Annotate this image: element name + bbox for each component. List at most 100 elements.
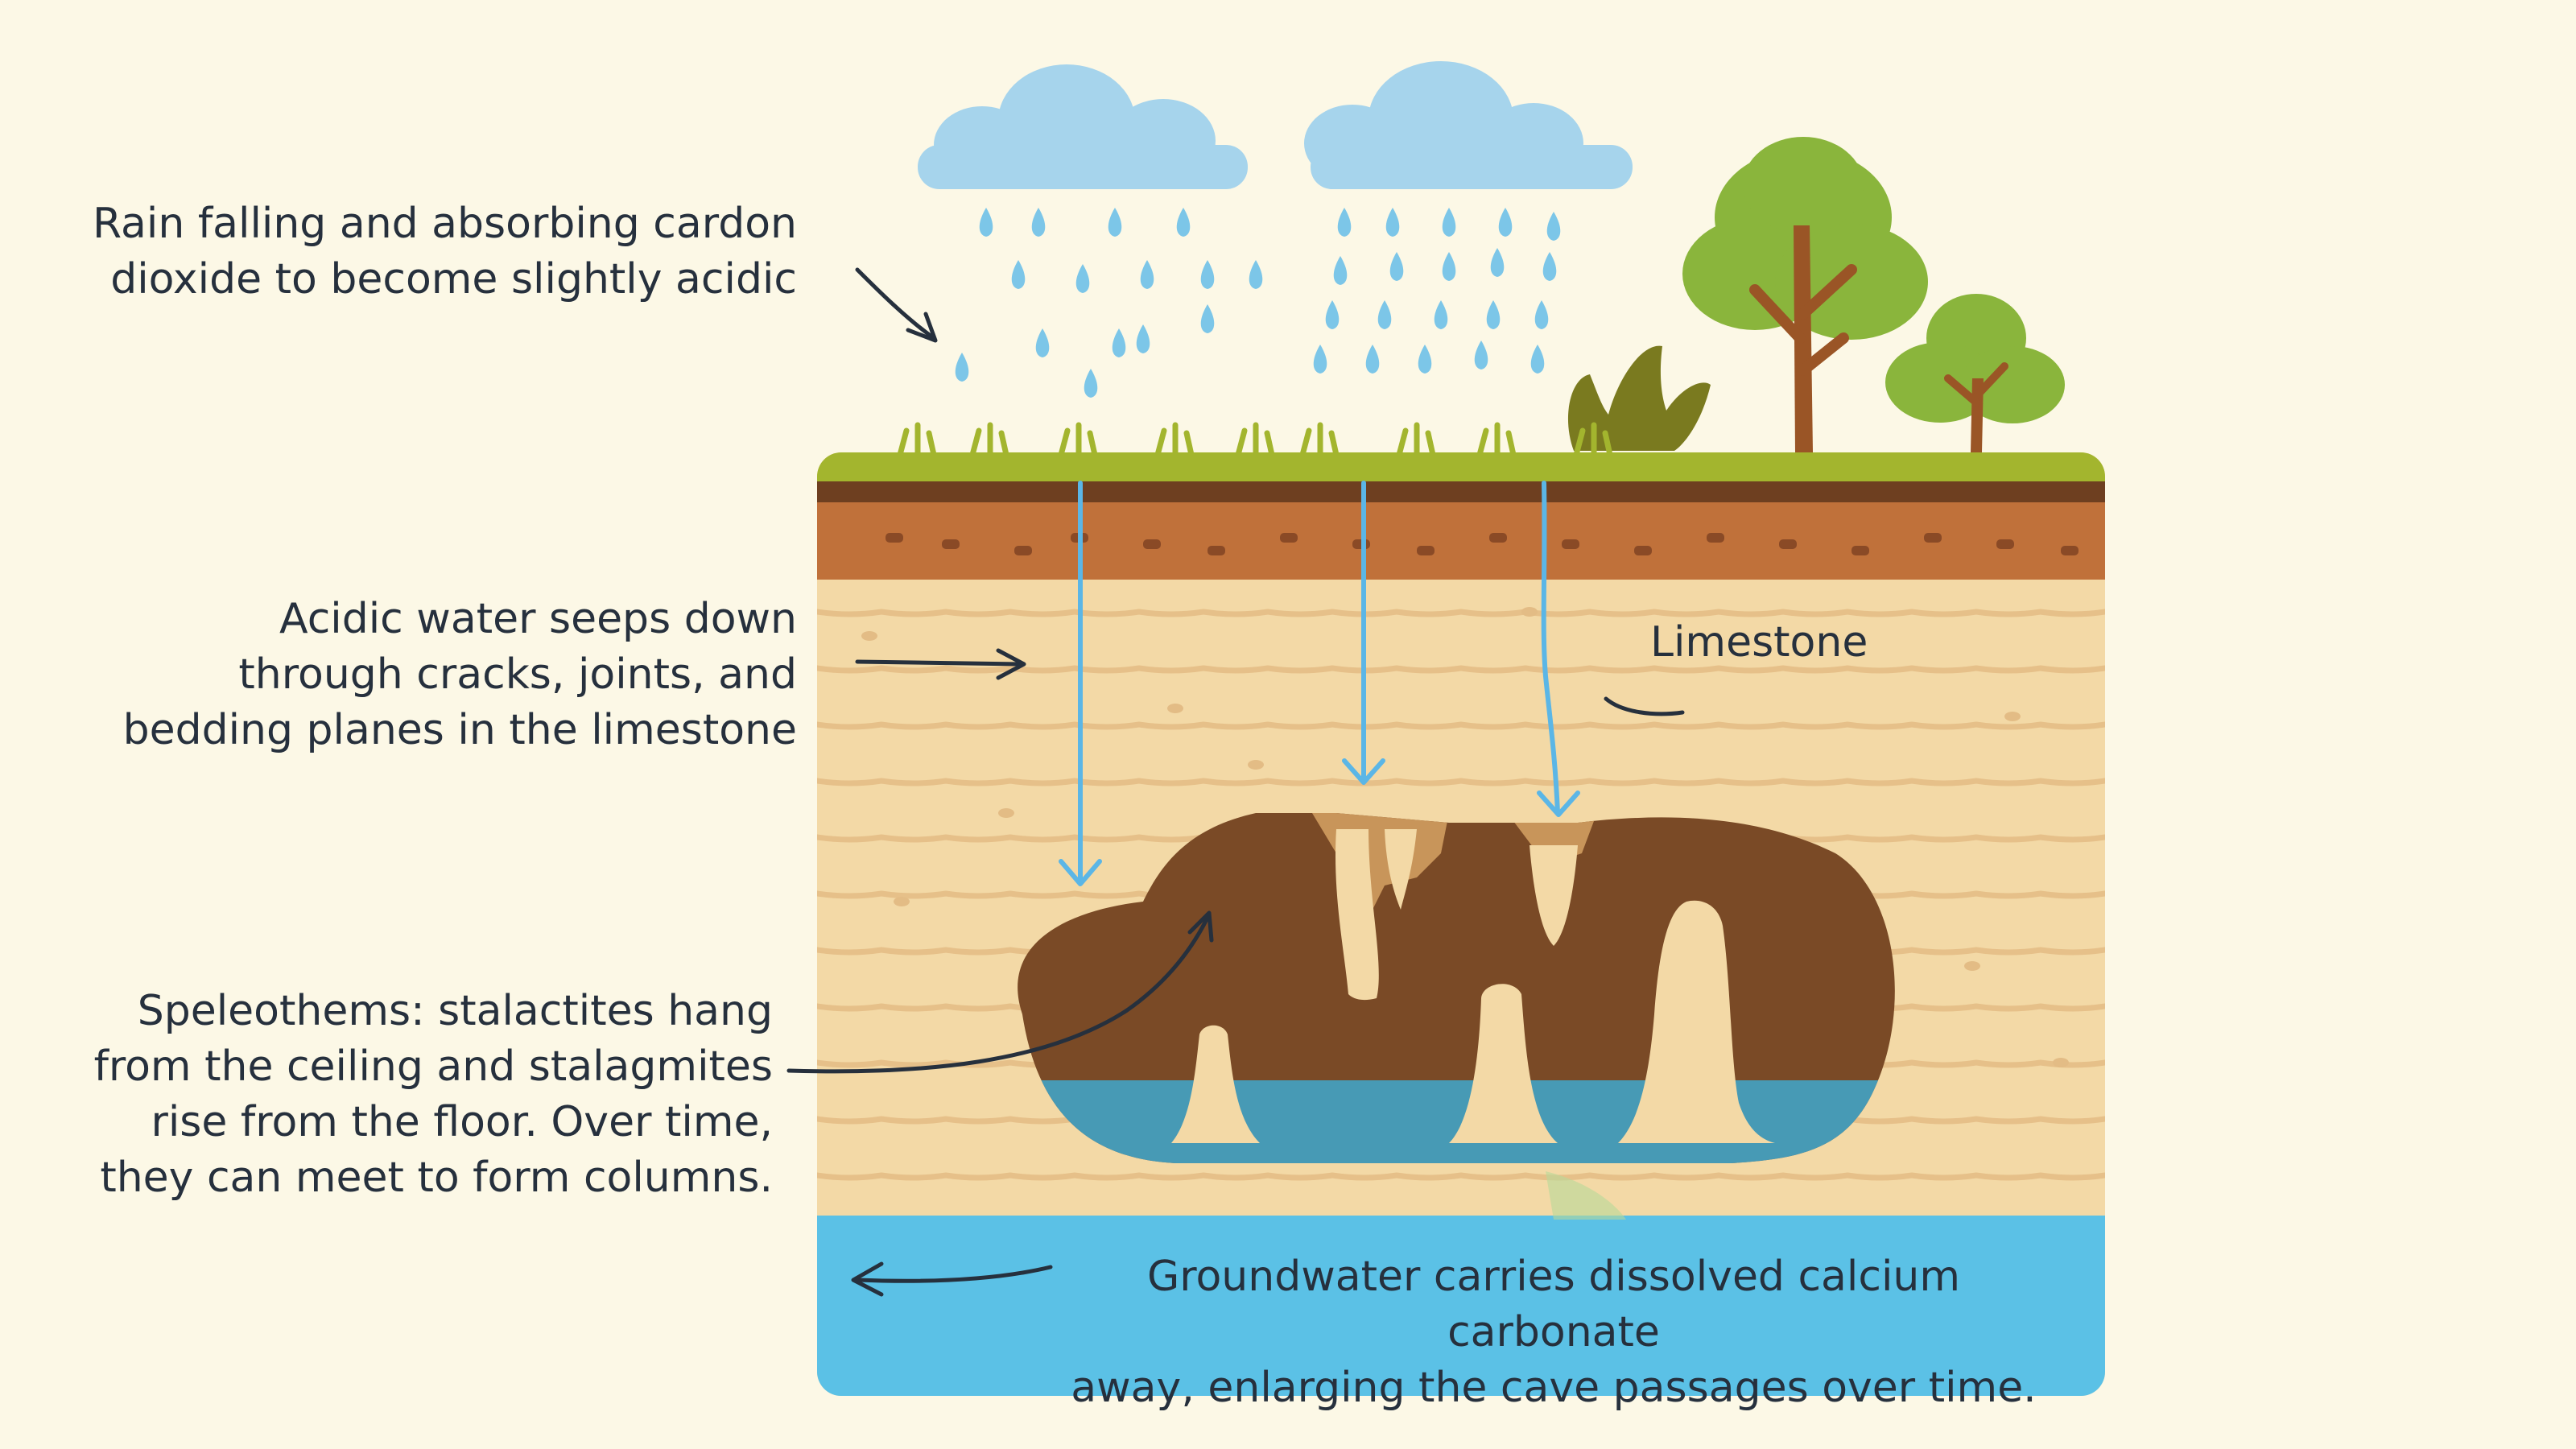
raindrop [1498, 208, 1513, 237]
raindrop [1486, 300, 1501, 329]
raindrops [955, 208, 1561, 398]
raindrop [1418, 345, 1432, 374]
groundwater-arrow [851, 1261, 1053, 1297]
raindrop [1377, 300, 1392, 329]
soil-pebble [1489, 533, 1507, 543]
raindrop [1140, 260, 1154, 289]
raindrop [1365, 345, 1380, 374]
cloud-right [1304, 61, 1633, 189]
speleothems-label: Speleothems: stalactites hang from the c… [93, 987, 773, 1202]
raindrop [1031, 208, 1046, 237]
raindrop [1530, 345, 1545, 374]
cave [1018, 813, 1895, 1163]
rain-arrow [855, 267, 938, 343]
speckle [894, 897, 910, 906]
limestone-label: Limestone [1650, 618, 1868, 667]
raindrop [1442, 208, 1456, 237]
seepage-label: Acidic water seeps down through cracks, … [122, 595, 797, 754]
topsoil-layer [817, 481, 2105, 504]
soil-pebble [1143, 539, 1161, 549]
soil-pebble [1562, 539, 1579, 549]
soil-pebble [942, 539, 960, 549]
rain-label: Rain falling and absorbing cardon dioxid… [93, 200, 797, 303]
raindrop [1108, 208, 1122, 237]
subsoil-layer [817, 502, 2105, 580]
bedding-plane [817, 665, 2105, 674]
raindrop [1176, 208, 1191, 237]
speckle [1964, 961, 1980, 971]
bush [1567, 345, 1711, 451]
raindrop [1337, 208, 1352, 237]
grass-tuft [969, 422, 1009, 458]
raindrop [1542, 252, 1557, 281]
cave-water [1018, 1080, 1895, 1163]
grass-layer [817, 452, 2105, 485]
raindrop [1084, 369, 1098, 398]
raindrop [979, 208, 993, 237]
cloud-left [918, 64, 1248, 189]
groundwater-label: Groundwater carries dissolved calcium ca… [1071, 1253, 2037, 1412]
raindrop [1546, 212, 1561, 241]
raindrop [1490, 248, 1505, 277]
soil-pebble [1280, 533, 1298, 543]
grass-tuft [1573, 422, 1613, 458]
raindrop [1385, 208, 1400, 237]
raindrop [1136, 324, 1150, 353]
stalactite [1530, 845, 1578, 946]
raindrop [1112, 328, 1126, 357]
tree-large [1682, 137, 1928, 452]
soil-pebble [1852, 546, 1869, 555]
seep-arrow [855, 648, 1026, 680]
grass-tuft [1235, 422, 1275, 458]
raindrop [1035, 328, 1050, 357]
seepage-arrow-right [1541, 481, 1560, 815]
raindrop [1249, 260, 1263, 289]
grass-tufts [897, 422, 1613, 458]
raindrop [1075, 264, 1090, 293]
speckle [998, 808, 1014, 818]
grass-tuft [1058, 422, 1098, 458]
soil-pebble [1707, 533, 1724, 543]
grass-tuft [1154, 422, 1195, 458]
bedding-plane [817, 609, 2105, 617]
raindrop [1313, 345, 1327, 374]
soil-pebble [1417, 546, 1435, 555]
speckle [2004, 712, 2021, 721]
speckle [861, 631, 877, 641]
ground-cross-section [817, 452, 2105, 1396]
raindrop [1200, 304, 1215, 333]
soil-pebbles [886, 533, 2079, 555]
soil-pebble [1996, 539, 2014, 549]
speleothem-arrow [786, 910, 1214, 1074]
bedding-plane [817, 778, 2105, 786]
raindrop [1011, 260, 1026, 289]
grass-tuft [1299, 422, 1340, 458]
soil-pebble [886, 533, 903, 543]
raindrop [1325, 300, 1340, 329]
raindrop [1200, 260, 1215, 289]
raindrop [1434, 300, 1448, 329]
column [1618, 900, 1775, 1143]
soil-pebble [2061, 546, 2079, 555]
stalactite [1335, 829, 1379, 1001]
seepage-arrows [1059, 481, 1580, 886]
grass-tuft [1476, 422, 1517, 458]
speckle [1521, 607, 1538, 617]
soil-pebble [1779, 539, 1797, 549]
raindrop [1442, 252, 1456, 281]
limestone-pointer [1604, 696, 1685, 716]
raindrop [955, 353, 969, 382]
stalagmite [1171, 1025, 1260, 1143]
tree-small [1885, 294, 2065, 452]
grass-tuft [1396, 422, 1436, 458]
groundwater-layer [817, 1216, 2105, 1396]
speckle [1248, 760, 1264, 770]
raindrop [1474, 341, 1488, 369]
speckle [2053, 1058, 2069, 1067]
bedding-plane [817, 1172, 2105, 1181]
stalagmite [1449, 984, 1558, 1143]
grass-tuft [897, 422, 937, 458]
raindrop [1333, 256, 1348, 285]
